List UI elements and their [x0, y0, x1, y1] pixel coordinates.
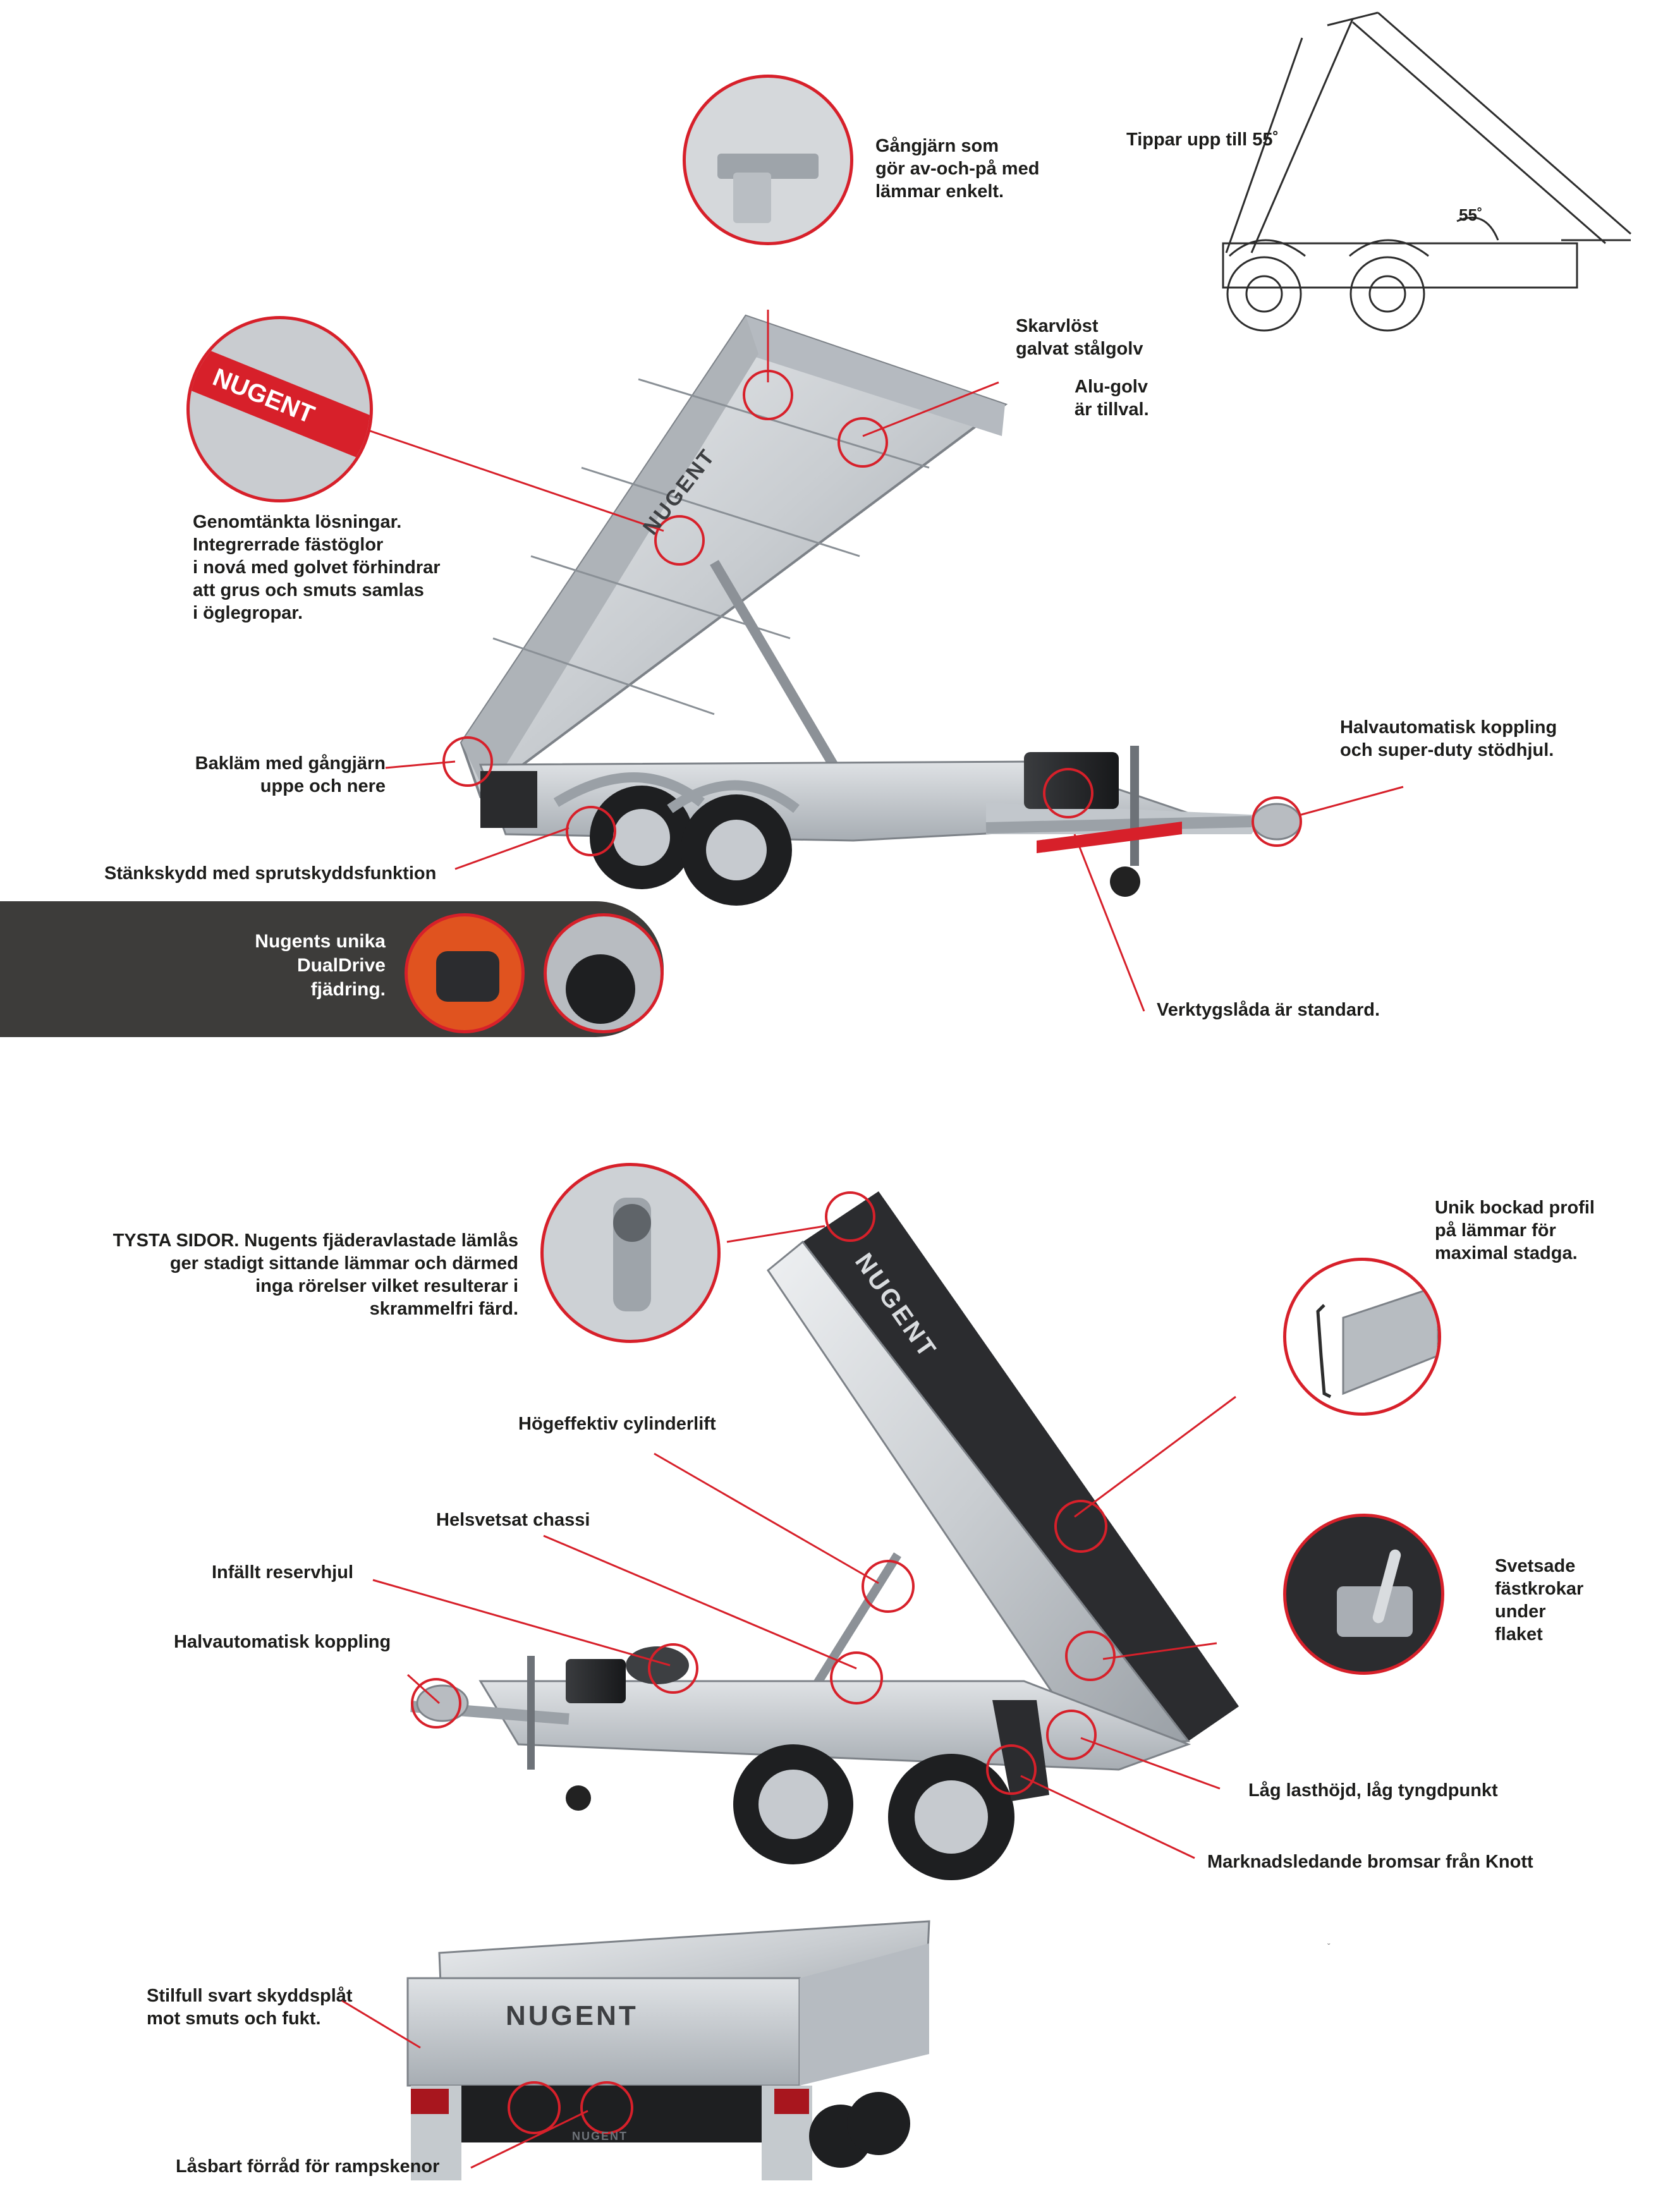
tilt-diagram: [1222, 11, 1631, 332]
strap-detail-callout: NUGENT: [186, 316, 373, 502]
profile-detail-callout: [1283, 1258, 1441, 1416]
label-hinge: Gångjärn som gör av-och-på med lämmar en…: [875, 136, 1040, 202]
mini-circles-top: [442, 370, 1302, 856]
label-angle: 55˚: [1459, 205, 1483, 224]
label-low-height: Låg lasthöjd, låg tyngdpunkt: [1248, 1780, 1498, 1801]
stray-mark: ˇ: [1327, 1942, 1331, 1952]
leader-lines-middle: [372, 1225, 1236, 1859]
mini-circles-bottom: [508, 2081, 633, 2134]
dualdrive-spring-callout: [405, 913, 525, 1033]
label-tilt: Tippar upp till 55˚: [1126, 130, 1279, 150]
dualdrive-wheel-callout: [544, 913, 664, 1033]
mini-circles-middle: [411, 1191, 1116, 1795]
leader-lines-bottom: [341, 1999, 588, 2169]
trailer-middle: [410, 1191, 1239, 1880]
label-rear-door: Bakläm med gångjärn uppe och nere: [195, 753, 386, 796]
label-toolbox: Verktygslåda är standard.: [1157, 1000, 1380, 1020]
hinge-detail-callout: [683, 75, 853, 245]
lock-detail-callout: [540, 1163, 721, 1343]
label-profile: Unik bockad profil på lämmar för maximal…: [1435, 1198, 1595, 1263]
brand-bottom-trailer: NUGENT: [506, 2000, 638, 2031]
hooks-detail-callout: [1283, 1514, 1444, 1675]
label-floor: Skarvlöst galvat stålgolv: [1016, 316, 1143, 359]
label-spare: Infällt reservhjul: [212, 1562, 354, 1583]
label-thought: Genomtänkta lösningar. Integrerrade fäst…: [193, 512, 441, 623]
leader-lines-top: [366, 310, 1404, 1012]
strap-brand: NUGENT: [190, 341, 370, 468]
label-coupling-top: Halvautomatisk koppling och super-duty s…: [1340, 717, 1557, 760]
label-hooks: Svetsade fästkrokar under flaket: [1495, 1556, 1584, 1644]
trailer-bottom: [406, 1920, 930, 2180]
label-alu: Alu-golv är tillval.: [1075, 377, 1149, 420]
profile-section-drawing: [1316, 1285, 1438, 1399]
dualdrive-label: Nugents unika DualDrive fjädring.: [255, 931, 386, 1000]
label-chassis: Helsvetsat chassi: [436, 1510, 590, 1530]
label-silent-sides: TYSTA SIDOR. Nugents fjäderavlastade läm…: [113, 1231, 518, 1319]
label-coupling-middle: Halvautomatisk koppling: [174, 1632, 391, 1652]
label-plate: Stilfull svart skyddsplåt mot smuts och …: [147, 1986, 353, 2029]
label-cylinder: Högeffektiv cylinderlift: [518, 1414, 716, 1434]
label-storage: Låsbart förråd för rampskenor: [176, 2156, 440, 2177]
label-brakes: Marknadsledande bromsar från Knott: [1207, 1852, 1533, 1872]
label-mudguard: Stänkskydd med sprutskyddsfunktion: [104, 863, 437, 884]
brand-bottom-small: NUGENT: [572, 2130, 628, 2142]
trailer-top: [460, 314, 1302, 906]
